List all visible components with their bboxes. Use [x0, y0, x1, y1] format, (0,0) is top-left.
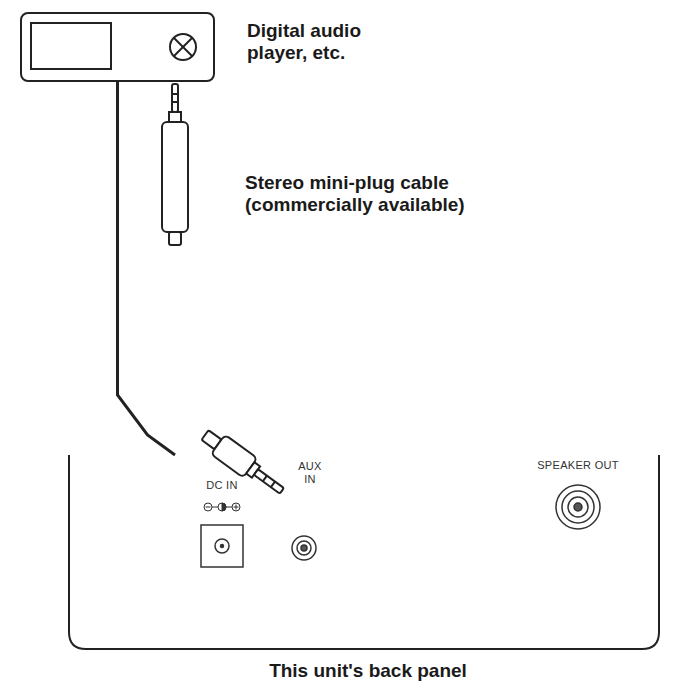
mini-plug-top: [162, 84, 188, 245]
player-screen: [31, 23, 111, 69]
jack-label: SPEAKER OUT: [523, 459, 633, 472]
polarity-symbol: [204, 503, 240, 511]
part-label: Digital audio player, etc.: [247, 20, 422, 64]
jack-label: DC IN: [192, 479, 252, 492]
panel-outline: [68, 455, 660, 650]
player-button: [170, 34, 196, 60]
speaker-out-jack: [556, 485, 600, 529]
jack-label: AUX IN: [294, 460, 326, 486]
player-outline: [22, 14, 213, 80]
dc-in-jack: [201, 525, 243, 567]
audio-player: Digital audio player, etc.: [20, 12, 215, 82]
panel-border: [69, 455, 659, 649]
back-panel: DC INAUX INSPEAKER OUTThis unit's back p…: [68, 455, 660, 650]
aux-in-jack: [292, 536, 316, 560]
cable-label: Stereo mini-plug cable (commercially ava…: [245, 172, 530, 216]
part-label: This unit's back panel: [188, 660, 548, 682]
